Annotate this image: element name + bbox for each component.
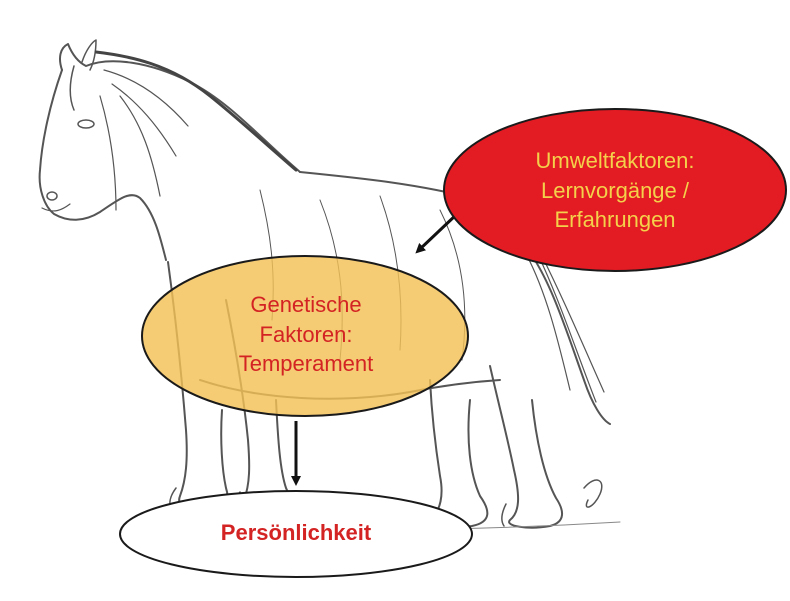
genetic-label-line: Temperament	[166, 349, 446, 379]
genetic-label-line: Genetische	[166, 290, 446, 320]
environment-label-line: Erfahrungen	[470, 205, 760, 235]
environment-label-line: Lernvorgänge /	[470, 176, 760, 206]
personality-label-text: Persönlichkeit	[221, 520, 371, 545]
personality-node-label: Persönlichkeit	[146, 518, 446, 548]
genetic-node-label: Genetische Faktoren: Temperament	[166, 290, 446, 379]
environment-label-line: Umweltfaktoren:	[470, 146, 760, 176]
genetic-label-line: Faktoren:	[166, 320, 446, 350]
environment-node-label: Umweltfaktoren: Lernvorgänge / Erfahrung…	[470, 146, 760, 235]
